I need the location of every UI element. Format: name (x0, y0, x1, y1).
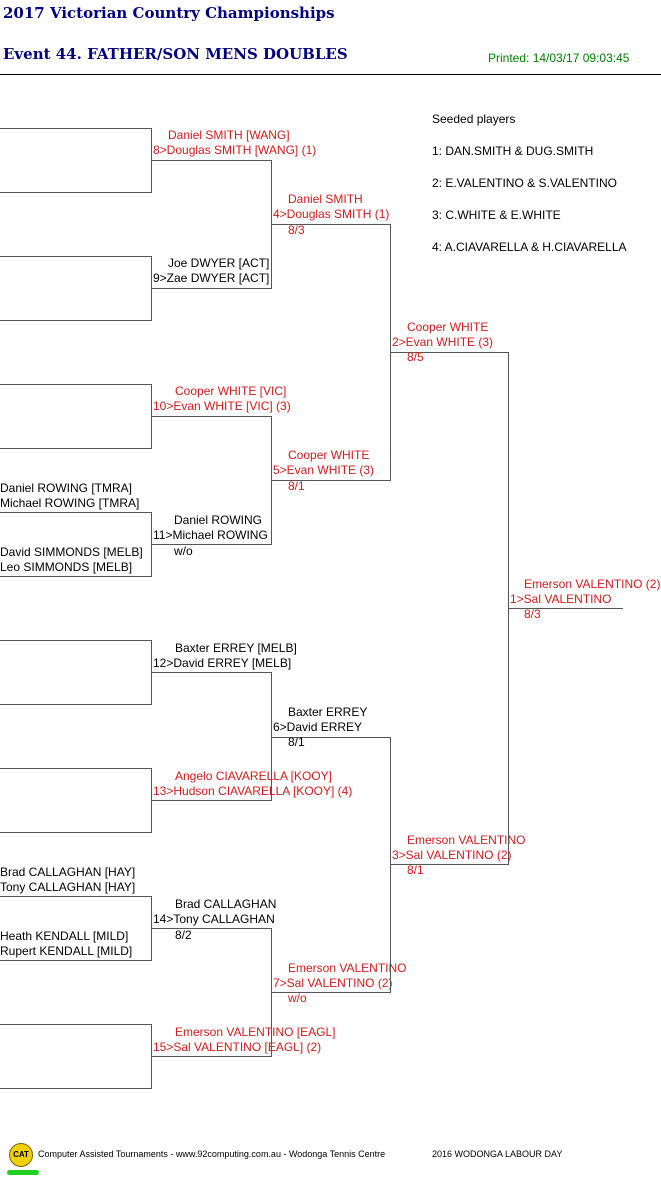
round4-team: Cooper WHITE (407, 320, 489, 334)
seed-item: 4: A.CIAVARELLA & H.CIAVARELLA (432, 240, 627, 254)
round1-player: Rupert KENDALL [MILD] (0, 944, 133, 958)
round4-team: 2>Evan WHITE (3) (392, 335, 494, 349)
bracket-line (271, 737, 390, 738)
round3-team: 6>David ERREY (273, 720, 363, 734)
bracket-line (151, 288, 271, 289)
bracket-line (0, 320, 151, 321)
bracket-line (0, 640, 151, 641)
header-divider (0, 74, 661, 75)
round2-team: 11>Michael ROWING (153, 528, 268, 542)
bracket-line (151, 928, 271, 929)
bracket-line (508, 608, 623, 609)
bracket-line (390, 864, 508, 865)
round1-player: Brad CALLAGHAN [HAY] (0, 865, 136, 879)
round2-team: Daniel ROWING (174, 513, 263, 527)
bracket-line (151, 672, 271, 673)
round2-team: Baxter ERREY [MELB] (175, 641, 297, 655)
bracket-line (0, 512, 151, 513)
round2-team: 8>Douglas SMITH [WANG] (1) (153, 143, 317, 157)
round4-team: 3>Sal VALENTINO (2) (392, 848, 512, 862)
round1-player: Leo SIMMONDS [MELB] (0, 560, 133, 574)
bracket-line (0, 256, 151, 257)
round2-team: 13>Hudson CIAVARELLA [KOOY] (4) (153, 784, 353, 798)
bracket-line (0, 192, 151, 193)
bracket-line (0, 576, 151, 577)
bracket-line (271, 480, 390, 481)
tournament-title: 2017 Victorian Country Championships (3, 4, 335, 22)
round2-team: 9>Zae DWYER [ACT] (153, 271, 270, 285)
round3-team: 5>Evan WHITE (3) (273, 463, 375, 477)
match-score: 8/5 (407, 350, 424, 364)
bracket-line (0, 1088, 151, 1089)
bracket-line (151, 1056, 271, 1057)
match-score: 8/3 (288, 223, 305, 237)
seed-item: 2: E.VALENTINO & S.VALENTINO (432, 176, 617, 190)
bracket-line (0, 960, 151, 961)
footer-text: Computer Assisted Tournaments - www.92co… (38, 1149, 386, 1159)
match-score: 8/2 (175, 928, 192, 942)
match-score: 8/1 (288, 479, 305, 493)
bracket-line (151, 160, 271, 161)
seeded-players-heading: Seeded players (432, 112, 516, 126)
bracket-line (0, 448, 151, 449)
bracket-line (0, 128, 151, 129)
match-score: w/o (288, 991, 307, 1005)
round1-player: Heath KENDALL [MILD] (0, 929, 129, 943)
bracket-line (151, 416, 271, 417)
round4-team: Emerson VALENTINO (407, 833, 526, 847)
round3-team: Baxter ERREY (288, 705, 368, 719)
cat-logo: CAT (9, 1143, 33, 1167)
bracket-line (390, 352, 508, 353)
bracket-line (0, 384, 151, 385)
bracket-line (0, 704, 151, 705)
round2-team: Angelo CIAVARELLA [KOOY] (175, 769, 332, 783)
seed-item: 3: C.WHITE & E.WHITE (432, 208, 561, 222)
round1-player: Daniel ROWING [TMRA] (0, 481, 133, 495)
round2-team: 15>Sal VALENTINO [EAGL] (2) (153, 1040, 322, 1054)
bracket-line (271, 672, 272, 801)
round2-team: 12>David ERREY [MELB] (153, 656, 292, 670)
bracket-line (390, 737, 391, 993)
round3-team: 7>Sal VALENTINO (2) (273, 976, 393, 990)
round1-player: David SIMMONDS [MELB] (0, 545, 143, 559)
round3-team: Daniel SMITH (288, 192, 363, 206)
logo-underline (7, 1170, 39, 1175)
bracket-line (0, 832, 151, 833)
seed-item: 1: DAN.SMITH & DUG.SMITH (432, 144, 594, 158)
printed-timestamp: Printed: 14/03/17 09:03:45 (488, 51, 630, 65)
round2-team: 10>Evan WHITE [VIC] (3) (153, 399, 291, 413)
final-winner: 1>Sal VALENTINO (510, 592, 612, 606)
bracket-line (151, 544, 271, 545)
bracket-line (271, 224, 390, 225)
bracket-line (271, 992, 390, 993)
bracket-line (0, 1024, 151, 1025)
round2-team: Cooper WHITE [VIC] (175, 384, 287, 398)
round2-team: Joe DWYER [ACT] (168, 256, 270, 270)
match-score: 8/1 (407, 863, 424, 877)
bracket-line (0, 768, 151, 769)
footer-event: 2016 WODONGA LABOUR DAY (432, 1149, 563, 1159)
round3-team: Cooper WHITE (288, 448, 370, 462)
bracket-line (0, 896, 151, 897)
round1-player: Michael ROWING [TMRA] (0, 496, 140, 510)
round2-team: 14>Tony CALLAGHAN (153, 912, 275, 926)
bracket-line (151, 800, 271, 801)
round3-team: Emerson VALENTINO (288, 961, 407, 975)
event-title: Event 44. FATHER/SON MENS DOUBLES (3, 45, 348, 63)
match-score: w/o (174, 544, 193, 558)
round2-team: Emerson VALENTINO [EAGL] (175, 1025, 336, 1039)
final-winner: Emerson VALENTINO (2) (524, 577, 661, 591)
round2-team: Daniel SMITH [WANG] (168, 128, 290, 142)
match-score: 8/1 (288, 735, 305, 749)
round1-player: Tony CALLAGHAN [HAY] (0, 880, 136, 894)
match-score: 8/3 (524, 607, 541, 621)
round3-team: 4>Douglas SMITH (1) (273, 207, 390, 221)
round2-team: Brad CALLAGHAN (175, 897, 277, 911)
